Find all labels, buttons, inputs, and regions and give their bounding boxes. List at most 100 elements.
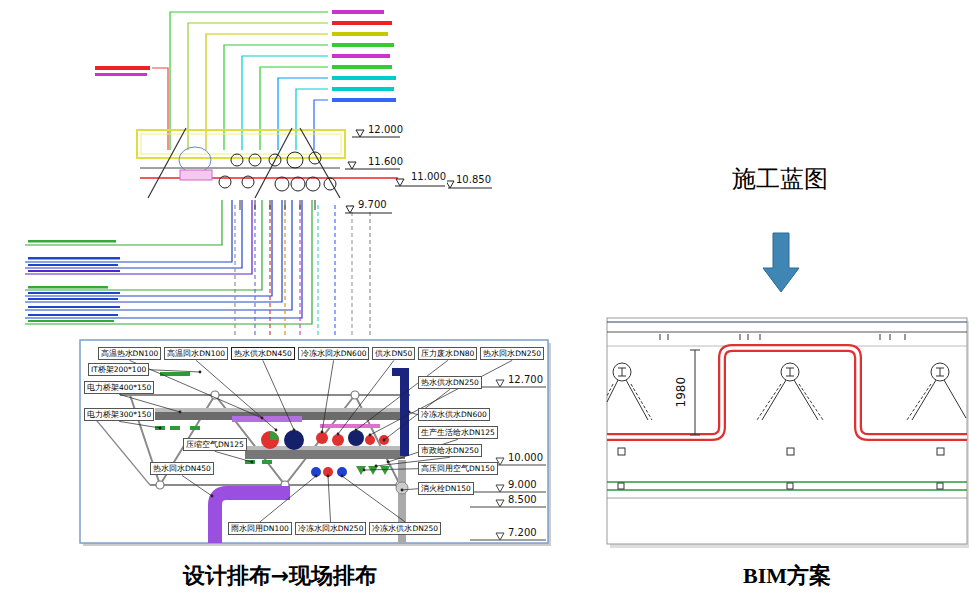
pipe-tag: 热水供水DN450: [231, 347, 295, 360]
leader-line: [149, 370, 200, 372]
pipe-tag: 供水DN50: [372, 347, 415, 360]
pipe-section-circle: [324, 178, 336, 190]
pipe-section-circle: [179, 147, 211, 173]
tiny-cad-note: [332, 76, 396, 80]
truss-symbol: [936, 368, 944, 376]
elevation-mark: [345, 213, 392, 214]
tiny-cad-note: [28, 314, 118, 316]
tiny-cad-note: [95, 73, 147, 76]
leader-dot: [387, 461, 390, 464]
pipe-section-circle: [231, 154, 243, 166]
pipe-tag-text: 消火栓DN150: [421, 484, 471, 493]
pipe: [316, 432, 328, 444]
pipe-section-circle: [269, 154, 281, 166]
dashed-riser: [299, 205, 300, 338]
pipe-tag: 高温回水DN100: [164, 347, 228, 360]
site-panel: [80, 340, 548, 543]
ceiling-line: [607, 332, 967, 333]
leader-line: [196, 360, 276, 430]
elevation-text: 7.200: [507, 527, 538, 539]
pipe-tag-text: 电力桥架300*150: [87, 410, 151, 419]
pipe-tag: 冷冻水供水DN250: [369, 522, 441, 535]
pipe-tag: 冷冻水供水DN600: [418, 408, 490, 421]
pipe: [261, 431, 279, 449]
pipe-section-circle: [179, 147, 336, 191]
leader-line: [182, 475, 212, 496]
pipe-tag: 高温热水DN100: [98, 347, 162, 360]
pipe-tag-text: 高温回水DN100: [167, 349, 225, 358]
truss-joint: [156, 481, 164, 489]
truss-symbol: [613, 363, 631, 381]
leader-line: [260, 476, 316, 522]
elevation-mark: [356, 130, 364, 137]
leader-dot: [383, 439, 386, 442]
pipe-tag: 消火栓DN150: [418, 482, 474, 495]
section-frame: [148, 128, 340, 198]
pipe: [396, 482, 408, 494]
pipe: [392, 368, 404, 376]
truss-joint: [351, 391, 359, 399]
pipe-tag-text: IT桥架200*100: [91, 365, 146, 374]
truss-symbol: [931, 363, 949, 381]
cable-tray: [262, 460, 272, 464]
elevation-mark: [446, 181, 454, 188]
tiny-cad-note: [332, 87, 394, 91]
elevation-mark: [496, 380, 504, 387]
leader-line: [25, 200, 312, 324]
tiny-cad-note: [28, 286, 108, 289]
pipe-section-circle: [219, 176, 231, 188]
pipe-tag-text: 热水回水DN450: [153, 464, 211, 473]
tiny-cad-note: [28, 257, 120, 260]
pipe: [379, 435, 389, 445]
section-frame: [140, 168, 340, 169]
dashed-riser: [351, 205, 352, 338]
leader-dot: [341, 475, 344, 478]
pipe-tag-text: 生产生活给水DN125: [421, 428, 495, 437]
leader-line: [152, 68, 168, 150]
elevation-text: 10.850: [455, 174, 492, 186]
leader-dot: [337, 433, 340, 436]
elevation-mark: [352, 137, 400, 138]
pipe-tag: 生产生活给水DN125: [418, 426, 498, 439]
leader-line: [370, 360, 512, 435]
elevation-mark: [345, 130, 492, 213]
leader-line: [25, 200, 232, 262]
elevation-text: 9.700: [357, 199, 388, 211]
section-frame: [141, 134, 341, 154]
section-frame: [140, 177, 398, 179]
leader-line: [402, 489, 418, 490]
pipe-tag: 压缩空气DN125: [183, 438, 247, 451]
pipe-section-circle: [306, 177, 320, 191]
leader-line: [338, 360, 394, 434]
tiny-cad-note: [95, 66, 150, 70]
leader-line: [25, 200, 302, 318]
truss-symbol: [762, 380, 818, 420]
pipe-tag: 压力废水DN80: [418, 347, 477, 360]
elevation-mark: [496, 533, 504, 540]
pipe-tag-text: 电力桥架400*150: [87, 383, 151, 392]
tiny-cad-note: [28, 264, 118, 266]
pipe-tag: 高压回用空气DN150: [418, 462, 498, 475]
leader-line: [409, 412, 418, 415]
pipe-tag-text: 雨水回用DN100: [231, 524, 289, 533]
pipe-tag-text: 压缩空气DN125: [186, 440, 244, 449]
pipe-tag-text: 冷冻水供水DN250: [372, 524, 438, 533]
cable-tray: [170, 426, 180, 430]
leader-line: [328, 476, 331, 522]
tiny-cad-note: [28, 298, 118, 300]
tiny-cad-note: [28, 306, 120, 308]
leader-dot: [375, 465, 378, 468]
truss: [120, 394, 410, 396]
truss-symbol: [618, 368, 626, 376]
elevation-text: 12.700: [507, 374, 544, 386]
pipe: [323, 467, 333, 477]
dashed-riser: [269, 205, 270, 338]
elevation-mark: [346, 206, 354, 213]
cable-tray: [190, 426, 200, 430]
leader-dot: [159, 427, 162, 430]
elevation-mark: [470, 507, 546, 508]
truss-symbol: [937, 448, 944, 455]
ceiling-line: [607, 321, 967, 322]
pipe-tag: 雨水回用DN100: [228, 522, 292, 535]
elevation-mark: [470, 380, 546, 540]
